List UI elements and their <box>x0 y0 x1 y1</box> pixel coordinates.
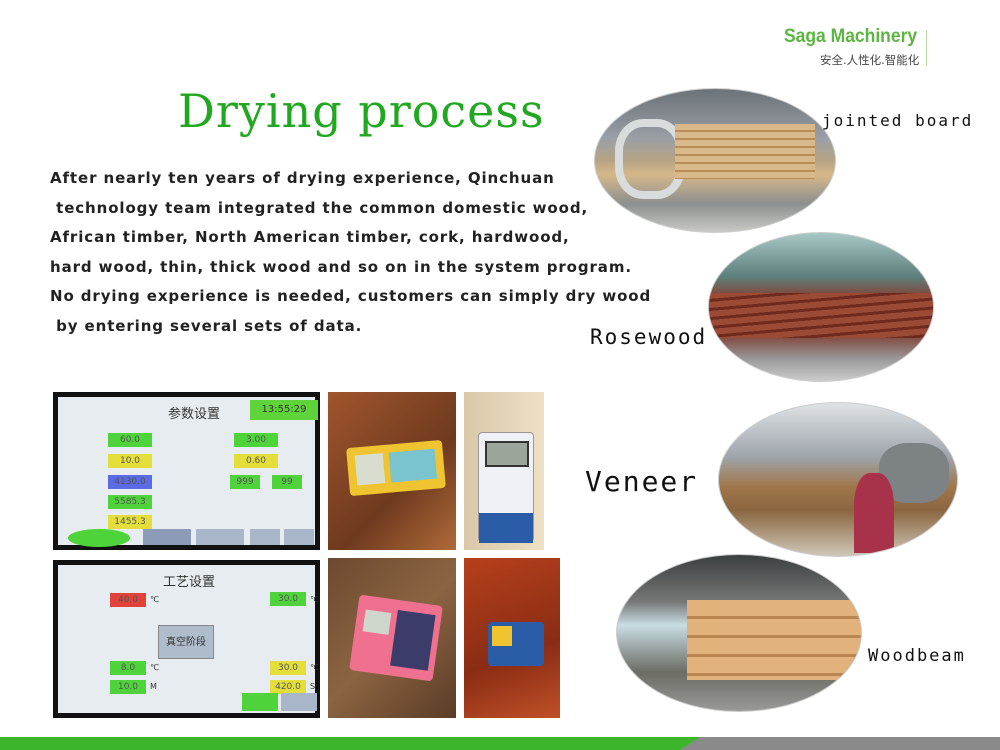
touchscreen-process-settings: 工艺设置 40.0 30.0 8.0 10.0 30.0 420.0 ℃ ℃ ℃… <box>53 560 320 718</box>
unit: ℃ <box>310 663 319 672</box>
process-button[interactable] <box>143 529 191 545</box>
label-veneer: Veneer <box>585 465 699 498</box>
body-line: After nearly ten years of drying experie… <box>50 169 555 187</box>
page-title: Drying process <box>178 84 545 138</box>
field-value[interactable]: 99 <box>272 475 302 489</box>
label-woodbeam: Woodbeam <box>868 646 966 666</box>
body-line: hard wood, thin, thick wood and so on in… <box>50 257 632 276</box>
panel1-title: 参数设置 <box>168 407 221 422</box>
unit: ℃ <box>310 595 319 604</box>
vacuum-stage-button[interactable]: 真空阶段 <box>158 625 214 659</box>
body-line: technology team integrated the common do… <box>50 198 589 217</box>
field-value[interactable]: 60.0 <box>108 433 152 447</box>
label-jointed-board: jointed board <box>822 111 974 130</box>
body-line: No drying experience is needed, customer… <box>50 287 652 305</box>
photo-moisture-meter-4 <box>464 558 560 718</box>
photo-moisture-meter-1 <box>328 392 456 550</box>
photo-woodbeam <box>616 554 862 712</box>
unit: ℃ <box>150 663 159 672</box>
field-value[interactable]: 420.0 <box>270 680 306 694</box>
body-line: by entering several sets of data. <box>50 316 363 335</box>
confirm-button[interactable] <box>250 529 280 545</box>
field-value[interactable]: 30.0 <box>270 592 306 606</box>
auto-button[interactable] <box>196 529 244 545</box>
unit: S <box>310 682 316 691</box>
cancel-button[interactable] <box>284 529 314 545</box>
field-value[interactable]: 3.00 <box>234 433 278 447</box>
photo-moisture-meter-2 <box>464 392 544 550</box>
field-value[interactable]: 30.0 <box>270 661 306 675</box>
start-button[interactable] <box>68 529 130 547</box>
body-text: After nearly ten years of drying experie… <box>50 164 651 341</box>
field-value[interactable]: 10.0 <box>110 680 146 694</box>
settings-button[interactable] <box>242 693 278 711</box>
photo-jointed-board <box>594 88 836 233</box>
field-value[interactable]: 40.0 <box>110 593 146 607</box>
body-line: African timber, North American timber, c… <box>50 228 570 246</box>
unit: ℃ <box>150 595 159 604</box>
panel2-title: 工艺设置 <box>163 575 216 590</box>
confirm-button[interactable] <box>281 693 317 711</box>
label-rosewood: Rosewood <box>590 325 708 349</box>
photo-moisture-meter-3 <box>328 558 456 718</box>
unit: M <box>150 682 157 691</box>
logo-name: Saga Machinery <box>784 26 918 47</box>
touchscreen-parameter-settings: 参数设置 13:55:29 60.0 10.0 4130.0 5585.3 14… <box>53 392 320 550</box>
panel1-time: 13:55:29 <box>250 400 318 420</box>
field-value[interactable]: 4130.0 <box>108 475 152 489</box>
footer-bar-gray <box>680 737 1000 750</box>
photo-rosewood <box>708 232 934 382</box>
field-value[interactable]: 0.60 <box>234 454 278 468</box>
field-value[interactable]: 10.0 <box>108 454 152 468</box>
field-value[interactable]: 1455.3 <box>108 515 152 529</box>
field-value[interactable]: 999 <box>230 475 260 489</box>
field-value[interactable]: 8.0 <box>110 661 146 675</box>
logo-divider <box>926 30 927 66</box>
field-value[interactable]: 5585.3 <box>108 495 152 509</box>
photo-veneer <box>718 402 958 557</box>
logo-tagline: 安全.人性化.智能化 <box>820 53 920 67</box>
footer-bar-green <box>0 737 700 750</box>
